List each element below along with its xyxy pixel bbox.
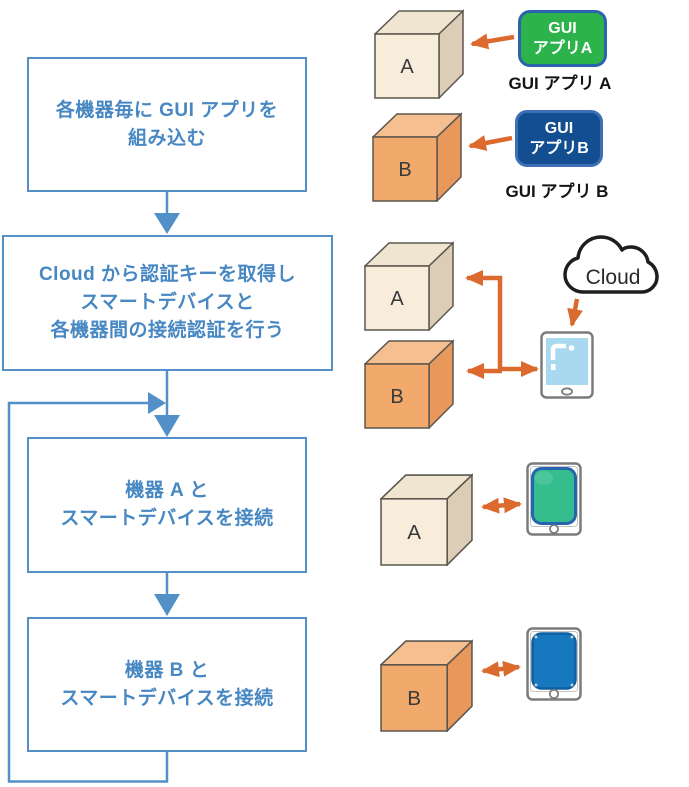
flow-box-embed-gui-app: 各機器毎に GUI アプリを 組み込む — [27, 57, 307, 192]
flow-box-cloud-auth: Cloud から認証キーを取得し スマートデバイスと 各機器間の接続認証を行う — [2, 235, 333, 371]
flow-box-text-line: 機器 A と — [125, 480, 209, 501]
gui-app-b-badge: GUI アプリB — [515, 110, 603, 167]
flow-box-text-line: 機器 B と — [124, 659, 210, 681]
screen-glare — [535, 471, 553, 485]
gui-app-b-caption: GUI アプリ B — [505, 182, 609, 201]
home-button — [548, 688, 560, 700]
arrow-cloud-to-tablet — [567, 298, 583, 327]
badge-text-line: アプリB — [529, 139, 589, 157]
flow-box-connect-device-b: 機器 B と スマートデバイスを接続 — [27, 617, 307, 752]
screen-corner-dot — [570, 683, 574, 687]
flow-box-text-line: Cloud から認証キーを取得し — [38, 264, 297, 285]
cube-front-face — [374, 33, 440, 99]
arrowhead-down-icon — [154, 594, 180, 616]
loop-arrowhead-right-icon — [148, 392, 166, 414]
double-arrow-cube-a-tablet — [481, 497, 522, 514]
gui-app-a-badge: GUI アプリA — [518, 10, 607, 67]
cube-front-face — [380, 498, 448, 566]
badge-text-line: GUI — [544, 119, 574, 137]
tablet-screen — [546, 338, 588, 385]
cube-letter: A — [390, 288, 404, 310]
smart-device-tablet-b — [526, 627, 582, 701]
cube-letter: A — [407, 521, 421, 544]
flow-box-text-line: 各機器毎に GUI アプリを — [55, 99, 279, 121]
cube-front-face — [372, 136, 438, 202]
cloud-shape — [563, 235, 659, 294]
flow-box-text-line: 各機器間の接続認証を行う — [50, 320, 285, 341]
screen-glare — [550, 343, 566, 360]
arrow-badge-a-to-cube-a — [470, 33, 515, 50]
flow-box-text-line: スマートデバイスを接続 — [60, 687, 274, 709]
screen-corner-dot — [534, 635, 538, 639]
device-a-cube-step4: A — [380, 473, 473, 566]
flow-box-connect-device-a: 機器 A と スマートデバイスを接続 — [27, 437, 307, 573]
screen-corner-dot — [534, 683, 538, 687]
device-b-cube-step3: B — [364, 339, 454, 429]
arrow-badge-b-to-cube-b — [468, 135, 513, 151]
device-b-cube-step5: B — [380, 639, 473, 732]
flow-box-text-line: 組み込む — [127, 127, 206, 149]
cube-front-face — [364, 363, 430, 429]
home-button — [549, 524, 559, 534]
home-button — [561, 387, 573, 396]
screen-glare-dot — [568, 345, 575, 351]
arrowhead-down-icon — [154, 213, 180, 234]
cube-letter: B — [390, 386, 403, 408]
tablet-screen-blue — [531, 632, 577, 690]
cube-letter: B — [398, 159, 411, 181]
flow-box-text-line: スマートデバイスを接続 — [60, 508, 274, 529]
cube-front-face — [364, 265, 430, 331]
double-arrow-cube-b-tablet — [481, 660, 521, 678]
cloud-icon: Cloud — [563, 235, 659, 294]
device-a-cube-step1: A — [374, 9, 464, 99]
cloud-label: Cloud — [586, 266, 641, 289]
cube-letter: B — [407, 687, 421, 710]
badge-text-line: GUI — [548, 19, 577, 37]
flow-box-text-line: スマートデバイスと — [80, 292, 255, 313]
screen-glare-dot — [551, 364, 556, 370]
badge-text-line: アプリA — [532, 39, 593, 57]
device-b-cube-step2: B — [372, 112, 462, 202]
arrowhead-down-icon — [154, 415, 180, 437]
cube-front-face — [380, 664, 448, 732]
smart-device-tablet-auth — [540, 331, 594, 399]
cube-letter: A — [400, 56, 414, 78]
gui-app-a-caption: GUI アプリ A — [508, 74, 612, 93]
screen-corner-dot — [570, 635, 574, 639]
device-a-cube-step3: A — [364, 241, 454, 331]
smart-device-tablet-a — [526, 462, 582, 536]
